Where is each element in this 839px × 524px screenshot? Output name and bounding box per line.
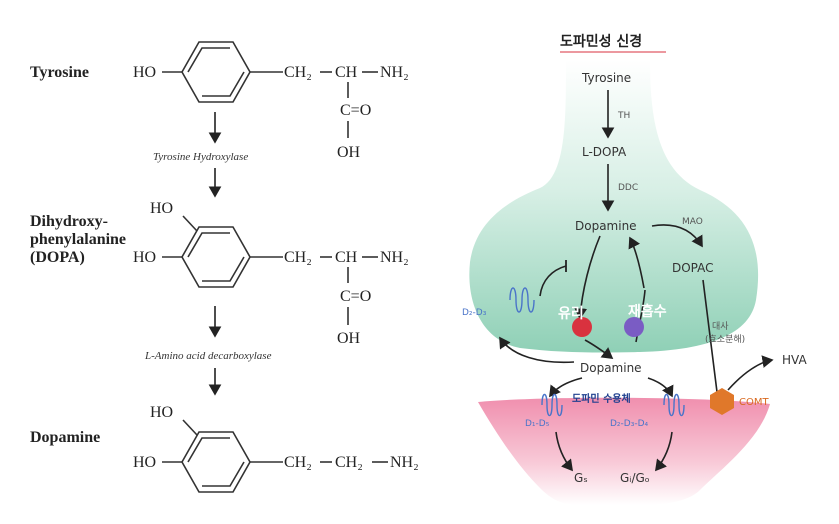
svg-text:NH₂: NH₂ xyxy=(390,454,419,471)
reuptake-arrow-up xyxy=(628,236,645,289)
enzyme-ddc: DDC xyxy=(618,183,638,193)
svg-text:CH₂: CH₂ xyxy=(284,454,312,471)
dopac-to-comt-line xyxy=(702,279,718,393)
gigo-label: Gᵢ/Gₒ xyxy=(620,471,650,485)
to-d1-arrow xyxy=(549,377,583,398)
dopamine-label: Dopamine xyxy=(30,429,100,446)
enzyme-th: TH xyxy=(617,111,630,121)
feedback-to-autoreceptor xyxy=(499,336,575,364)
to-gigo-arrow xyxy=(655,431,673,472)
svg-text:HO: HO xyxy=(133,249,156,266)
release-dot xyxy=(572,317,592,337)
tyrosine-structure: HO CH₂ CH NH₂ C=O OH xyxy=(133,41,409,161)
svg-text:OH: OH xyxy=(337,144,361,161)
autoreceptor-icon xyxy=(509,287,535,313)
d1-receptor-icon xyxy=(541,393,563,417)
svg-text:CH: CH xyxy=(335,64,358,81)
release-arrow-down xyxy=(574,235,601,320)
cleft-to-reuptake-line xyxy=(635,289,646,343)
svg-text:C=O: C=O xyxy=(340,288,371,305)
biosynthesis-panel: Tyrosine HO CH₂ CH NH₂ C=O OH Tyrosine H… xyxy=(30,41,419,493)
svg-text:HO: HO xyxy=(133,64,156,81)
presynaptic-terminal xyxy=(469,60,759,353)
hva-label: HVA xyxy=(782,353,807,367)
svg-text:HO: HO xyxy=(150,200,173,217)
svg-text:CH₂: CH₂ xyxy=(284,249,312,266)
gs-label: Gₛ xyxy=(574,471,588,485)
reuptake-dot xyxy=(624,317,644,337)
enzyme-tyrosine-hydroxylase: Tyrosine Hydroxylase xyxy=(153,151,248,163)
pathway-dopac: DOPAC xyxy=(672,261,714,275)
to-gs-arrow xyxy=(555,431,573,472)
pathway-ldopa: L-DOPA xyxy=(582,145,627,159)
svg-text:NH₂: NH₂ xyxy=(380,249,409,266)
d2-receptor-icon xyxy=(663,393,685,417)
to-hva-arrow xyxy=(727,355,774,391)
svg-text:CH₂: CH₂ xyxy=(335,454,363,471)
pathway-dopamine-presynaptic: Dopamine xyxy=(575,219,637,233)
comt-hexagon xyxy=(710,388,734,415)
enzyme-amino-acid-decarboxylase: L-Amino acid decarboxylase xyxy=(144,350,272,362)
svg-text:C=O: C=O xyxy=(340,102,371,119)
tyrosine-label: Tyrosine xyxy=(30,64,89,81)
release-label: 유리 xyxy=(558,306,584,322)
mao-arrow xyxy=(651,224,703,248)
inhibition-line xyxy=(539,265,567,297)
d1-d5-label: D₁-D₅ xyxy=(525,419,550,429)
enzymatic-label: (효소분해) xyxy=(705,334,745,345)
svg-text:HO: HO xyxy=(150,404,173,421)
neuron-title: 도파민성 신경 xyxy=(560,33,642,50)
d2-d3-d4-label: D₂-D₃-D₄ xyxy=(610,419,649,429)
svg-text:OH: OH xyxy=(337,330,361,347)
dopa-structure: HO HO CH₂ CH NH₂ C=O OH xyxy=(133,200,409,347)
svg-text:HO: HO xyxy=(133,454,156,471)
reuptake-label: 재흡수 xyxy=(628,303,667,320)
pathway-tyrosine: Tyrosine xyxy=(581,71,631,85)
dopamine-structure: HO HO CH₂ CH₂ NH₂ xyxy=(133,404,419,493)
postsynaptic-terminal xyxy=(478,397,770,505)
neuron-panel: 도파민성 신경 Tyrosine TH L-DOPA DDC Dopamine … xyxy=(462,33,807,505)
enzyme-mao: MAO xyxy=(682,217,703,227)
svg-text:NH₂: NH₂ xyxy=(380,64,409,81)
release-to-cleft-arrow xyxy=(584,339,614,359)
autoreceptor-label: D₂-D₃ xyxy=(462,308,487,318)
pathway-dopamine-cleft: Dopamine xyxy=(580,361,642,375)
metabolism-label: 대사 xyxy=(712,321,729,332)
dopa-label: Dihydroxy- phenylalanine (DOPA) xyxy=(30,213,130,266)
receptor-label: 도파민 수용체 xyxy=(572,392,631,405)
svg-text:CH₂: CH₂ xyxy=(284,64,312,81)
comt-label: COMT xyxy=(739,397,769,408)
to-d2-arrow xyxy=(647,377,674,398)
svg-text:CH: CH xyxy=(335,249,358,266)
